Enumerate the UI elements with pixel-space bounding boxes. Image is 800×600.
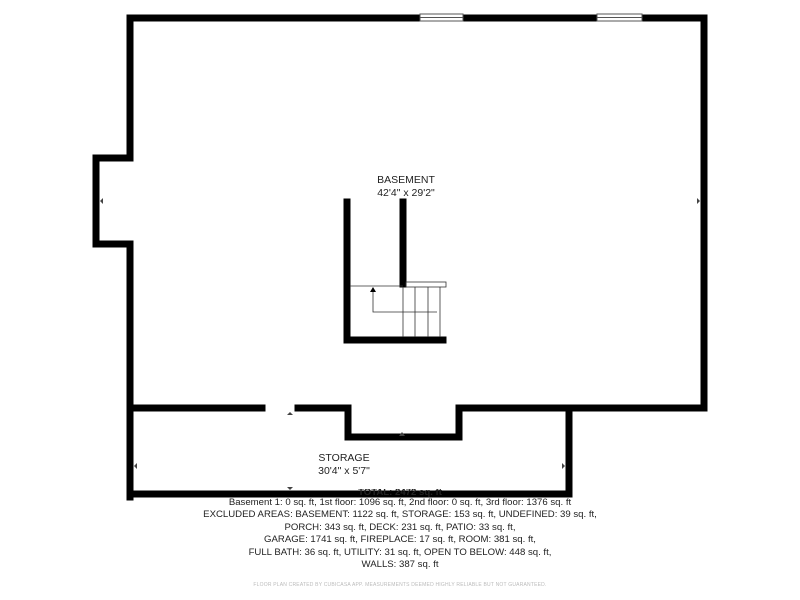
summary-line: WALLS: 387 sq. ft — [361, 559, 439, 571]
summary-line: FULL BATH: 36 sq. ft, UTILITY: 31 sq. ft… — [248, 546, 552, 558]
summary-line: EXCLUDED AREAS: BASEMENT: 1122 sq. ft, S… — [203, 509, 597, 521]
dimension-markers — [100, 198, 700, 490]
room-label-basement: BASEMENT 42'4" x 29'2" — [377, 174, 435, 200]
stair-wall-left — [343, 198, 447, 344]
windows — [419, 13, 643, 22]
summary-line: GARAGE: 1741 sq. ft, FIREPLACE: 17 sq. f… — [264, 534, 536, 546]
room-dimensions: 42'4" x 29'2" — [377, 187, 435, 199]
stair-arrow-icon — [370, 287, 376, 292]
storage-wall — [126, 404, 573, 498]
summary-line: Basement 1: 0 sq. ft, 1st floor: 1096 sq… — [228, 497, 572, 508]
room-dimensions: 30'4" x 5'7" — [318, 465, 370, 477]
stairs — [350, 281, 447, 337]
room-name: STORAGE — [318, 452, 370, 464]
room-name: BASEMENT — [377, 174, 435, 186]
basement-bottom-wall-mid — [294, 404, 708, 441]
summary-line: PORCH: 343 sq. ft, DECK: 231 sq. ft, PAT… — [284, 521, 516, 533]
room-label-storage: STORAGE 30'4" x 5'7" — [318, 452, 370, 478]
total-area: TOTAL: 2472 sq. ft — [358, 489, 442, 497]
credit-text: FLOOR PLAN CREATED BY CUBICASA APP. MEAS… — [253, 582, 547, 589]
area-summary: TOTAL: 2472 sq. ft Basement 1: 0 sq. ft,… — [0, 489, 800, 592]
